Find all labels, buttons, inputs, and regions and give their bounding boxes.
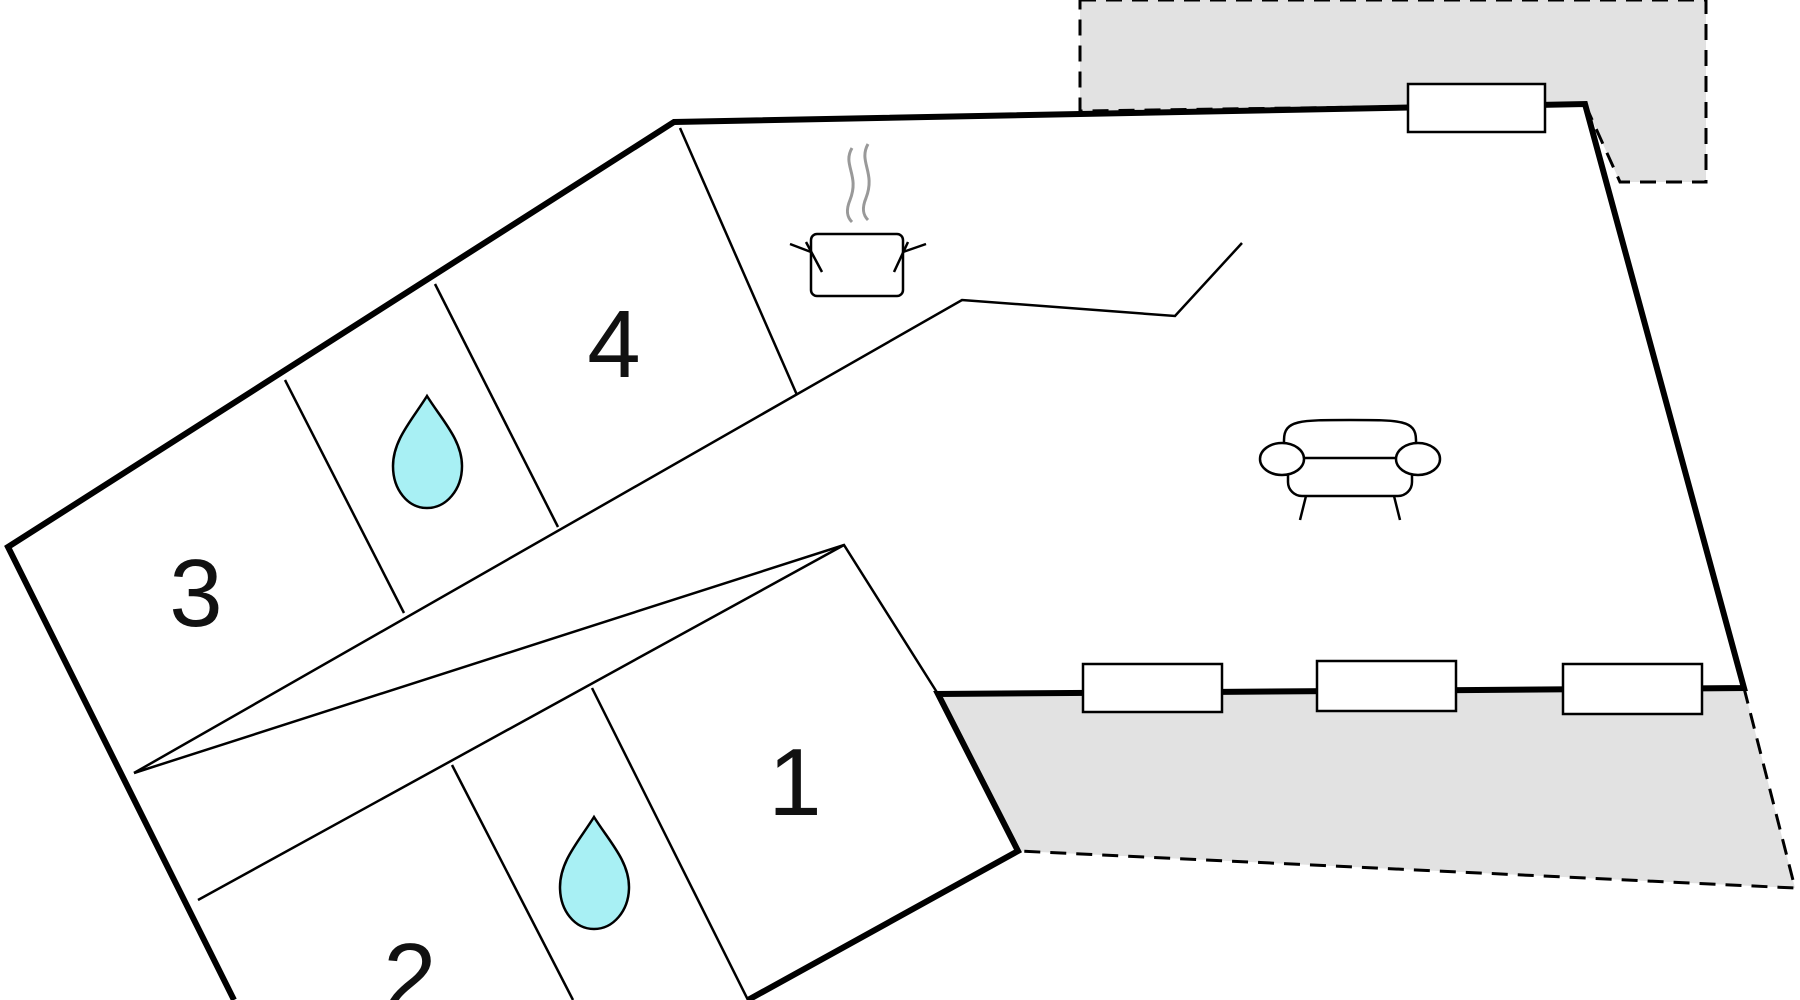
wall-bath-room1	[590, 687, 750, 1000]
terrace-top	[1078, 0, 1708, 184]
wall-room3-bath	[283, 379, 406, 614]
window-bottom-2	[1315, 659, 1458, 713]
cooking-pot-icon	[789, 143, 927, 298]
wall-room2-bath	[450, 764, 575, 1000]
sofa-icon	[1258, 418, 1442, 521]
window-top	[1406, 82, 1547, 134]
room-label-2: 2	[383, 924, 436, 1000]
water-drop-icon	[558, 814, 631, 931]
exterior-wall	[4, 100, 1748, 1000]
terrace-bottom	[935, 686, 1797, 890]
window-bottom-3	[1561, 662, 1704, 716]
corridor-wall-lower	[197, 543, 845, 902]
window-bottom-1	[1081, 662, 1224, 714]
wall-bath-room4	[433, 283, 560, 528]
wall-room4-kitchen	[678, 127, 799, 396]
room-label-3: 3	[169, 540, 222, 647]
water-drop-icon	[391, 393, 464, 510]
corridor-wall-upper	[133, 242, 1243, 775]
room-label-1: 1	[768, 729, 821, 836]
room-label-4: 4	[587, 291, 640, 398]
